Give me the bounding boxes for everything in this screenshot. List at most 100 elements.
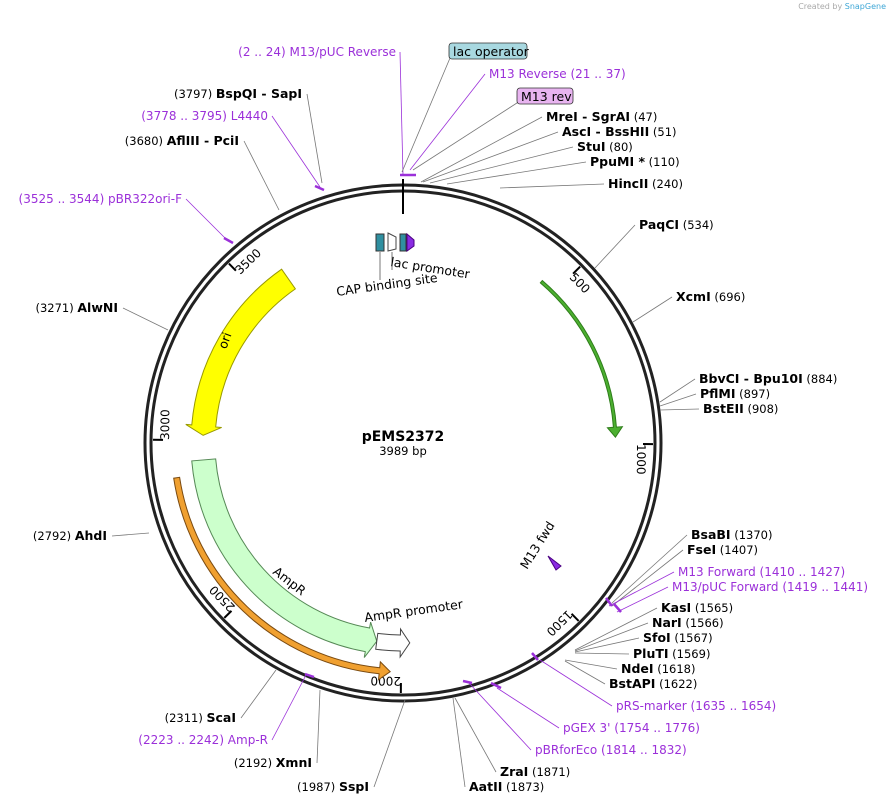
- lac-operator-leader: [401, 57, 451, 173]
- site-name: BspQI - SapI: [216, 86, 302, 101]
- site-position: (51): [649, 125, 676, 139]
- site-name: BstAPI: [609, 676, 655, 691]
- primer-label: M13/pUC Forward (1419 .. 1441): [672, 580, 868, 594]
- site-leader: [243, 140, 280, 211]
- site-name: AflIII - PciI: [167, 133, 239, 148]
- site-leader: [452, 697, 466, 788]
- site-position: (1565): [691, 601, 733, 615]
- site-name: PflMI: [700, 386, 736, 401]
- site-name: AlwNI: [77, 300, 118, 315]
- site-position: (2792): [33, 529, 75, 543]
- tick-mark: [228, 262, 237, 272]
- site-leader: [429, 146, 574, 184]
- site-label: (2192) XmnI: [234, 755, 312, 770]
- site-position: (1873): [502, 780, 544, 794]
- site-position: (908): [744, 402, 779, 416]
- primer-leader: [271, 674, 307, 741]
- site-label: (2311) ScaI: [165, 710, 236, 725]
- site-position: (1567): [671, 631, 713, 645]
- site-position: (1871): [528, 765, 570, 779]
- site-leader: [574, 607, 658, 651]
- primer-leader: [271, 115, 321, 188]
- tick-mark: [572, 265, 581, 275]
- ampr-promoter-arrow: [375, 627, 411, 659]
- site-label: (2792) AhdI: [33, 528, 107, 543]
- plasmid-name: pEMS2372: [362, 429, 445, 445]
- site-label: BstAPI (1622): [609, 676, 697, 691]
- cap-site-label: CAP binding site: [335, 270, 438, 299]
- site-position: (1566): [682, 616, 724, 630]
- site-name: SspI: [339, 779, 369, 794]
- tick-label: 1000: [634, 444, 648, 475]
- site-leader: [632, 296, 673, 323]
- site-name: AatII: [469, 779, 502, 794]
- leader-lines: [111, 51, 700, 788]
- site-label: AatII (1873): [469, 779, 544, 794]
- credit-line: Created by SnapGene: [798, 2, 886, 11]
- primer-label: M13 Forward (1410 .. 1427): [678, 565, 845, 579]
- site-label: (3271) AlwNI: [35, 300, 118, 315]
- primer-bar: [304, 672, 315, 679]
- site-name: KasI: [661, 600, 691, 615]
- site-label: StuI (80): [577, 139, 633, 154]
- primer-label: (2 .. 24) M13/pUC Reverse: [238, 45, 396, 59]
- site-position: (240): [648, 177, 683, 191]
- site-position: (534): [679, 218, 714, 232]
- site-leader: [659, 408, 700, 411]
- site-label: (3680) AflIII - PciI: [125, 133, 239, 148]
- site-label: PflMI (897): [700, 386, 770, 401]
- tick-label: 3000: [158, 409, 172, 440]
- site-name: BbvCI - Bpu10I: [699, 371, 803, 386]
- site-name: PpuMI *: [590, 154, 645, 169]
- site-label: XcmI (696): [676, 289, 745, 304]
- site-position: (696): [711, 290, 746, 304]
- site-position: (1622): [655, 677, 697, 691]
- site-label: NarI (1566): [652, 615, 724, 630]
- lac-operator-box: [399, 233, 407, 252]
- site-label: SfoI (1567): [643, 630, 713, 645]
- site-label: NdeI (1618): [621, 661, 695, 676]
- tick-label: 1500: [544, 607, 576, 638]
- site-label: KasI (1565): [661, 600, 733, 615]
- site-name: XcmI: [676, 289, 711, 304]
- m13-rev-leader: [412, 100, 521, 171]
- primer-label: (3525 .. 3544) pBR322ori-F: [19, 192, 183, 206]
- site-leader: [659, 393, 697, 407]
- ori-arrow: [185, 268, 297, 436]
- site-leader: [564, 659, 618, 670]
- site-leader: [574, 637, 640, 653]
- tick-mark: [570, 613, 580, 622]
- primer-leader: [496, 687, 560, 729]
- primer-leader: [616, 586, 669, 613]
- m13-rev-tag-label: M13 rev: [521, 89, 572, 104]
- site-name: ZraI: [500, 764, 528, 779]
- site-label: MreI - SgrAI (47): [546, 109, 657, 124]
- site-leader: [594, 224, 636, 269]
- primer-leader: [539, 659, 613, 707]
- site-position: (3797): [174, 87, 216, 101]
- site-position: (3680): [125, 134, 167, 148]
- primer-bar: [531, 652, 539, 661]
- orange-orf-arrow: [173, 476, 391, 681]
- site-leader: [611, 549, 684, 607]
- site-position: (1618): [654, 662, 696, 676]
- site-position: (897): [736, 387, 771, 401]
- site-label: (3797) BspQI - SapI: [174, 86, 302, 101]
- site-label: (1987) SspI: [297, 779, 369, 794]
- site-name: AhdI: [75, 528, 107, 543]
- m13-fwd-arrow: [547, 555, 562, 571]
- site-leader: [111, 532, 150, 537]
- site-name: ScaI: [207, 710, 237, 725]
- site-label: FseI (1407): [687, 542, 758, 557]
- site-position: (3271): [35, 301, 77, 315]
- site-position: (1987): [297, 780, 339, 794]
- site-name: BsaBI: [691, 527, 731, 542]
- m13-fwd-label: M13 fwd: [517, 519, 558, 572]
- site-position: (80): [606, 140, 633, 154]
- site-leader: [316, 689, 321, 764]
- site-position: (2192): [234, 756, 276, 770]
- green-orf-arrow: [539, 279, 624, 439]
- primer-label: pGEX 3' (1754 .. 1776): [563, 721, 700, 735]
